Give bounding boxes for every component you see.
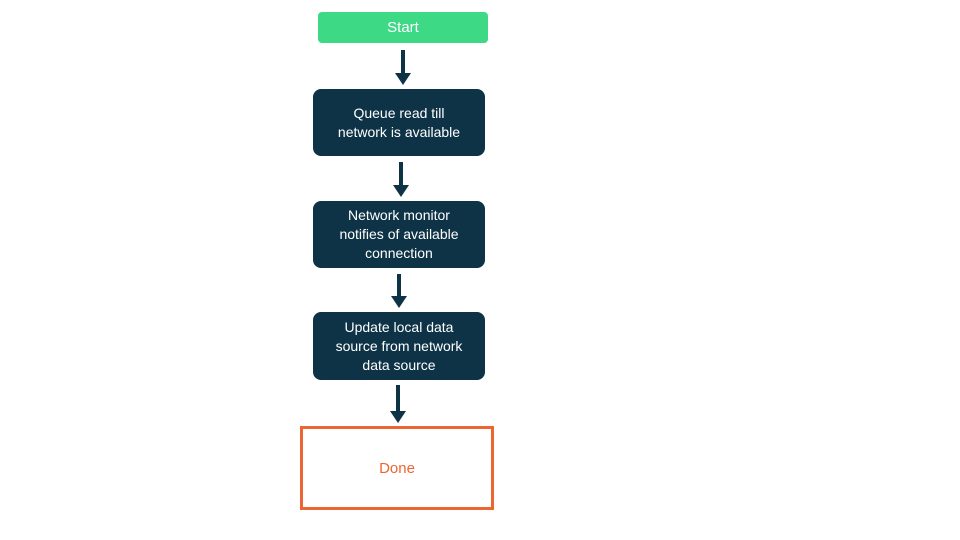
arrow-head <box>391 296 407 308</box>
flow-node-done: Done <box>300 426 494 510</box>
arrow-head <box>395 73 411 85</box>
arrow-head <box>390 411 406 423</box>
arrow-stem <box>401 50 405 73</box>
flow-node-queue-read: Queue read till network is available <box>313 89 485 156</box>
flow-node-network-monitor: Network monitor notifies of available co… <box>313 201 485 268</box>
arrow-down-icon <box>390 385 406 423</box>
arrow-stem <box>396 385 400 411</box>
arrow-down-icon <box>395 50 411 85</box>
arrow-stem <box>397 274 401 296</box>
flow-node-update-local-data: Update local data source from network da… <box>313 312 485 380</box>
arrow-down-icon <box>391 274 407 308</box>
arrow-stem <box>399 162 403 185</box>
arrow-down-icon <box>393 162 409 197</box>
flow-node-start: Start <box>318 12 488 43</box>
arrow-head <box>393 185 409 197</box>
